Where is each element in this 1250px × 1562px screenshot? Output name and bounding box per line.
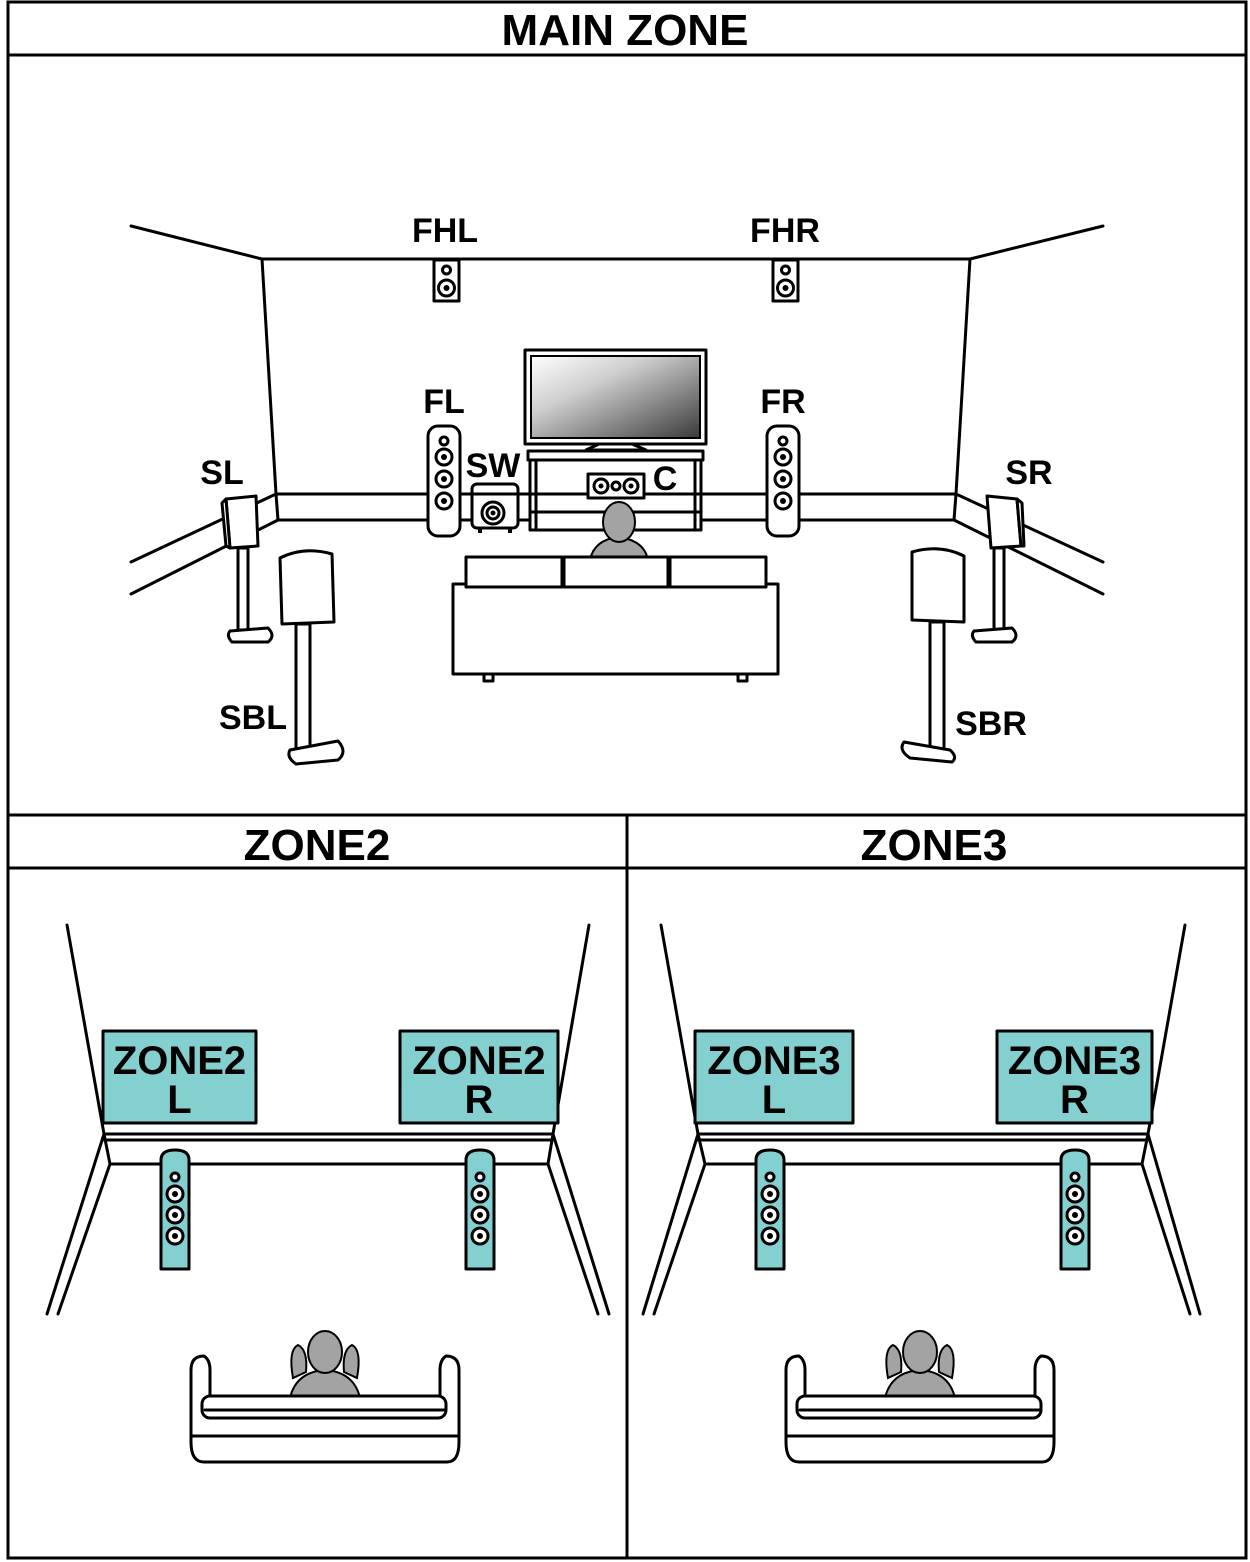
zone3-left-label-line2: L [762, 1078, 786, 1122]
sl-label: SL [200, 454, 243, 492]
sbl-label: SBL [219, 699, 287, 737]
center-speaker [586, 472, 646, 500]
zone2-right-label-line2: R [465, 1078, 494, 1122]
zone2-right-label-line1: ZONE2 [412, 1039, 545, 1083]
zone2-listener [288, 1330, 362, 1399]
frame [6, 0, 1248, 1560]
zone2-left-label-line1: ZONE2 [113, 1039, 246, 1083]
zone3-right-label-line2: R [1060, 1078, 1089, 1122]
sbr-speaker [900, 547, 966, 764]
zone3-right-label-box: ZONE3 R [995, 1029, 1154, 1125]
main-sofa [451, 555, 780, 683]
fl-speaker [426, 424, 462, 538]
sl-speaker [220, 494, 274, 644]
sw-label: SW [466, 447, 522, 485]
fl-label: FL [423, 383, 465, 421]
zone2-left-label-box: ZONE2 L [101, 1029, 258, 1125]
subwoofer [470, 482, 520, 533]
zone2-left-label-line2: L [167, 1078, 191, 1122]
zone3-room [641, 923, 1202, 1316]
zone2-title: ZONE2 [244, 821, 391, 870]
main-zone-title: MAIN ZONE [502, 6, 749, 55]
sbl-speaker [278, 549, 345, 766]
zone3-left-label-line1: ZONE3 [707, 1039, 840, 1083]
fhl-speaker [432, 258, 461, 303]
tv [523, 348, 708, 452]
zone3-listener [883, 1330, 957, 1399]
sr-label: SR [1005, 454, 1052, 492]
fhl-label: FHL [412, 212, 478, 250]
zone3-left-speaker [754, 1148, 786, 1271]
zone3-right-speaker [1059, 1148, 1091, 1271]
fr-speaker [765, 424, 801, 538]
zone3-title: ZONE3 [861, 821, 1008, 870]
sr-speaker [970, 494, 1026, 644]
zone3-left-label-box: ZONE3 L [693, 1029, 855, 1125]
c-label: C [653, 460, 678, 498]
main-listener [588, 501, 650, 561]
fhr-speaker [771, 258, 800, 303]
zone2-left-speaker [159, 1148, 191, 1271]
zone3-right-label-line1: ZONE3 [1008, 1039, 1141, 1083]
zone2-right-label-box: ZONE2 R [398, 1029, 560, 1125]
zone3-sofa [784, 1354, 1056, 1464]
sbr-label: SBR [955, 705, 1027, 743]
zone2-sofa [189, 1354, 461, 1464]
fr-label: FR [760, 383, 805, 421]
fhr-label: FHR [750, 212, 820, 250]
zone2-room [45, 923, 611, 1316]
zone2-right-speaker [464, 1148, 496, 1271]
